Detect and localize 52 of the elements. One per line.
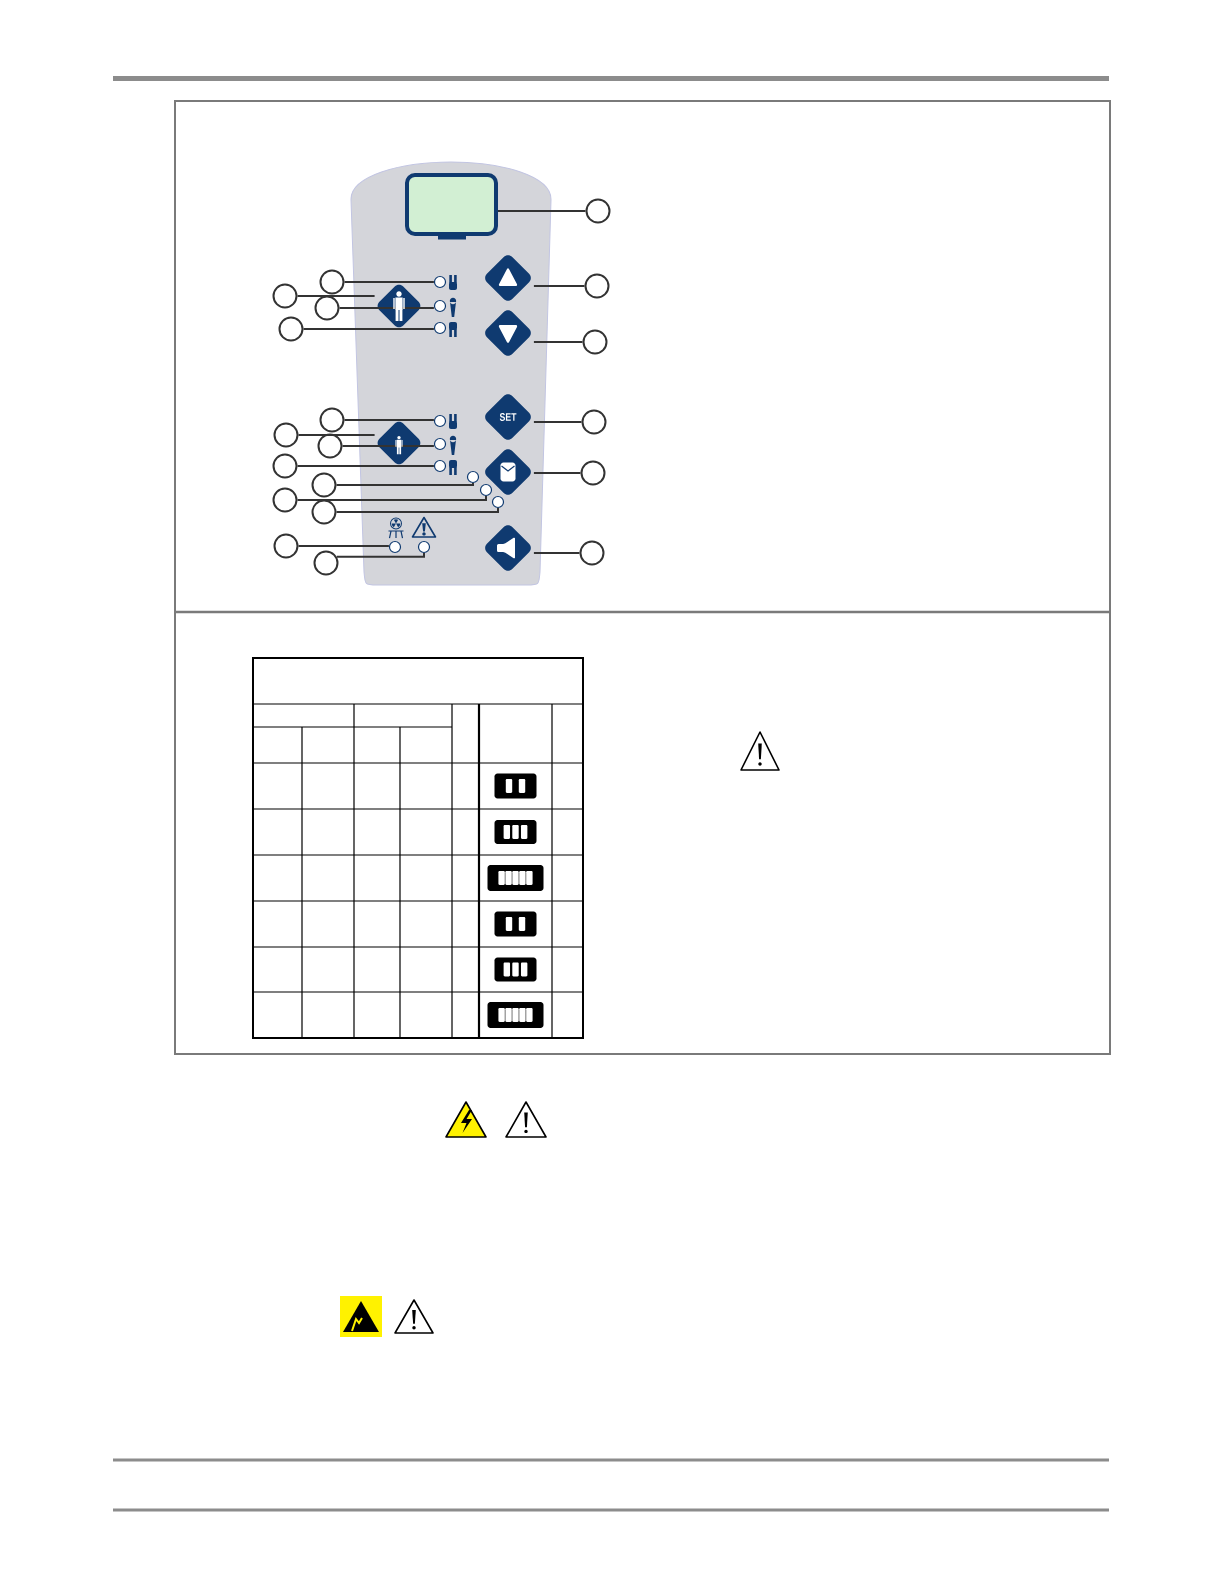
callout-circle — [579, 540, 605, 566]
leader-line — [302, 328, 435, 330]
indicator-led — [433, 459, 447, 473]
callout-circle — [319, 269, 345, 295]
indicator-led — [433, 414, 447, 428]
leader-line — [532, 472, 582, 474]
callout-circle — [278, 316, 304, 342]
set-button: SET — [485, 394, 531, 440]
leader-line — [335, 507, 499, 513]
leader-line — [296, 295, 376, 297]
callout-circle — [272, 453, 298, 479]
callout-circle — [313, 550, 339, 576]
leader-line — [532, 552, 581, 554]
leader-line — [335, 552, 425, 558]
callout-circle — [273, 533, 299, 559]
callout-circle — [581, 409, 607, 435]
callout-circle — [311, 472, 337, 498]
callout-circle — [273, 422, 299, 448]
leader-line — [497, 210, 587, 212]
leader-line — [343, 419, 435, 421]
leader-line — [296, 495, 487, 501]
indicator-led — [433, 437, 447, 451]
callout-circle — [272, 283, 298, 309]
callout-circle — [585, 198, 611, 224]
leader-line — [297, 434, 376, 436]
indicator-led — [433, 321, 447, 335]
indicator-led — [479, 483, 493, 497]
diamond-button — [377, 421, 421, 465]
leader-line — [335, 482, 474, 486]
indicator-led — [491, 495, 505, 509]
display-screen — [405, 173, 498, 240]
callout-circle — [272, 487, 298, 513]
callout-circle — [317, 433, 343, 459]
callout-circle — [580, 460, 606, 486]
callout-circle — [319, 407, 345, 433]
indicator-led — [433, 299, 447, 313]
leader-line — [532, 341, 584, 343]
leader-line — [296, 465, 435, 467]
leader-line — [297, 545, 390, 547]
leader-line — [338, 307, 435, 309]
indicator-led — [433, 275, 447, 289]
callout-circle — [582, 329, 608, 355]
callout-circle — [584, 273, 610, 299]
leader-line — [532, 285, 586, 287]
leader-line — [343, 281, 435, 283]
callout-circle — [311, 499, 337, 525]
indicator-led — [417, 540, 431, 554]
leader-line — [341, 445, 435, 447]
leader-line — [532, 421, 583, 423]
indicator-led — [388, 540, 402, 554]
indicator-led — [466, 470, 480, 484]
callout-circle — [314, 295, 340, 321]
